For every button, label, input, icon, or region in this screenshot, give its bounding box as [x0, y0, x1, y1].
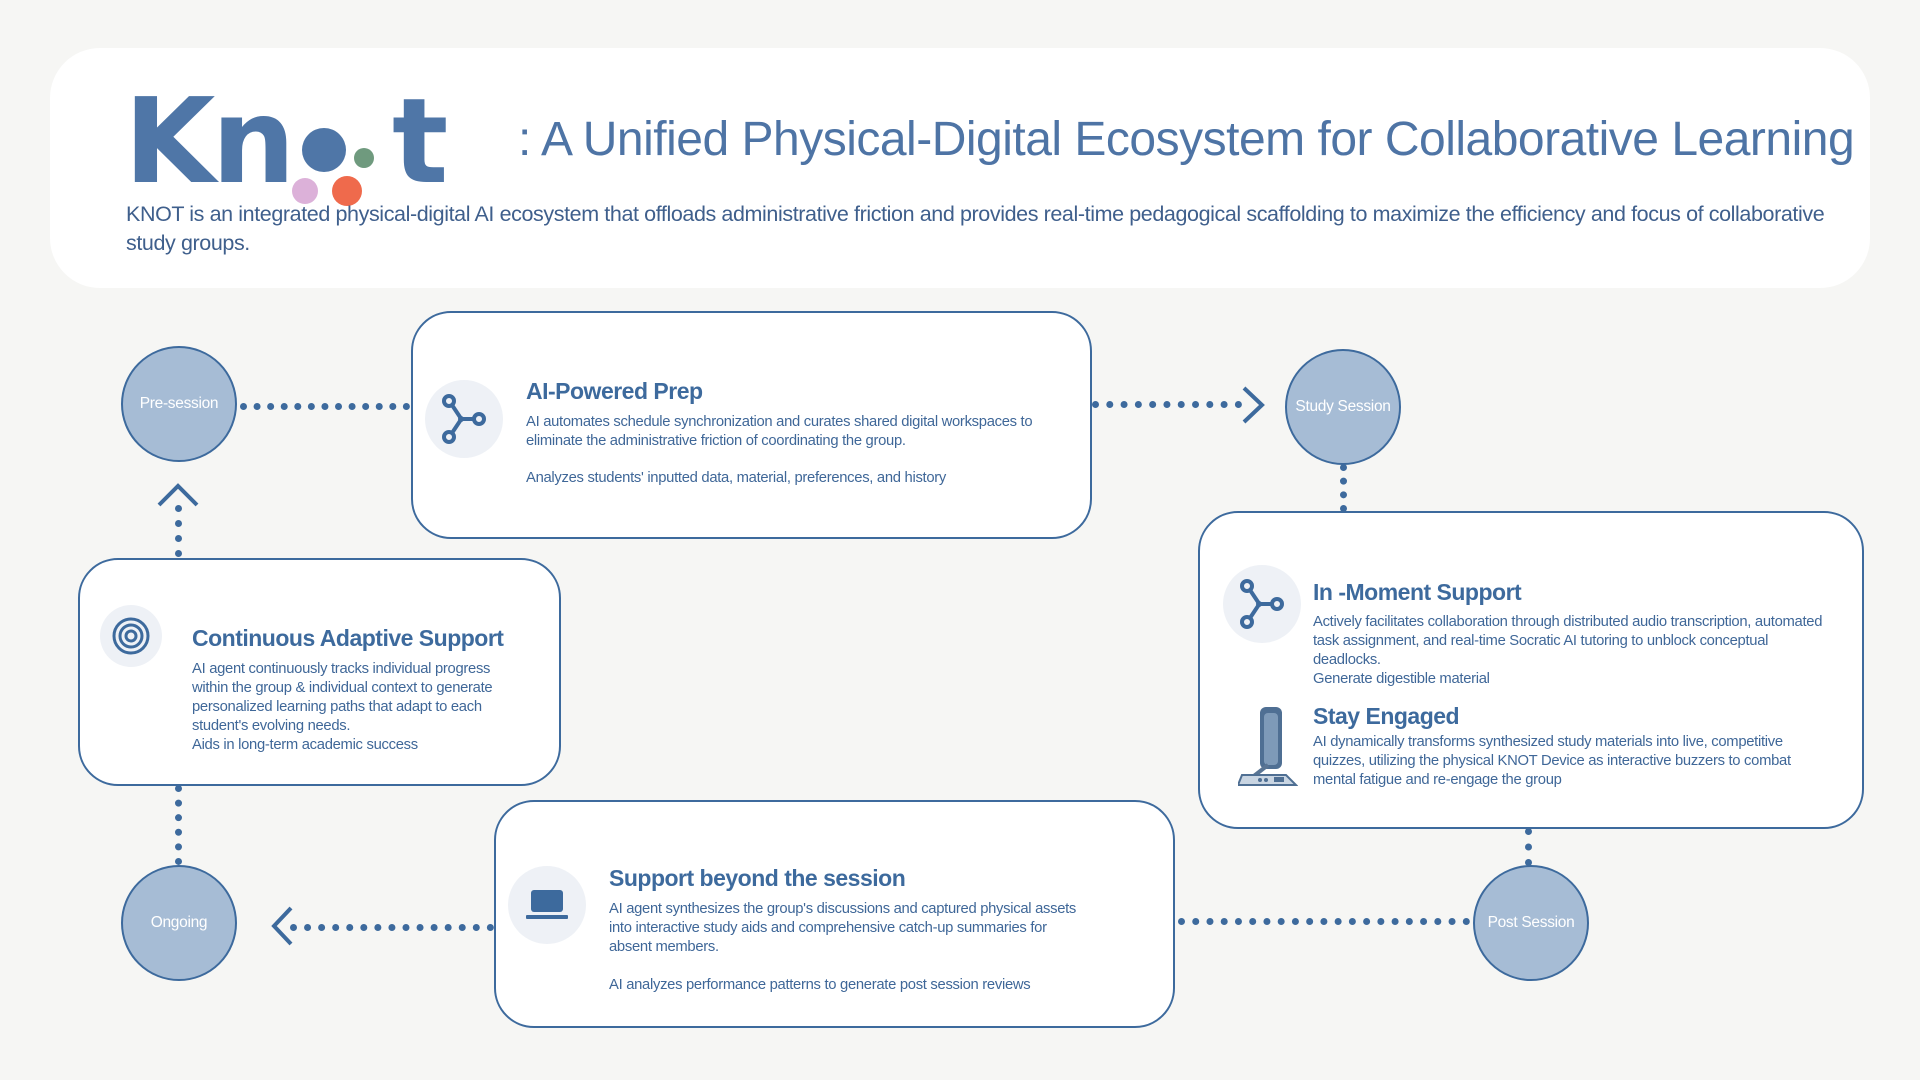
moment-text-secondary: Generate digestible material: [1313, 671, 1490, 687]
card-ai-powered-prep: AI-Powered Prep AI automates schedule sy…: [411, 311, 1092, 539]
logo-letters-left: Kn: [124, 72, 295, 210]
share-nodes-icon: [1240, 579, 1284, 629]
laptop-icon: [526, 890, 568, 919]
page-title: : A Unified Physical-Digital Ecosystem f…: [518, 113, 1855, 166]
connector-ongoing-to-adaptive: [175, 785, 182, 865]
node-post-session[interactable]: Post Session: [1473, 865, 1589, 981]
beyond-icon-wrap: [508, 866, 586, 944]
arrowhead-to-ongoing: [271, 906, 293, 946]
adaptive-icon-wrap: [100, 605, 162, 667]
connector-adaptive-to-pre: [175, 505, 182, 557]
stay-engaged-text: AI dynamically transforms synthesized st…: [1313, 734, 1791, 788]
knot-device-icon: [1238, 707, 1298, 786]
card-continuous-adaptive-support: Continuous Adaptive Support AI agent con…: [78, 558, 561, 786]
logo-letters-right: t: [392, 72, 448, 210]
moment-title: In -Moment Support: [1313, 579, 1522, 605]
moment-icon-wrap: [1223, 565, 1301, 643]
arrowhead-to-study-session: [1242, 386, 1265, 424]
logo-dot-green: [354, 148, 374, 168]
card-support-beyond-session: Support beyond the session AI agent synt…: [494, 800, 1175, 1028]
card-in-moment-support: In -Moment Support Actively facilitates …: [1198, 511, 1864, 829]
logo-dot-pink: [292, 178, 318, 204]
adaptive-title: Continuous Adaptive Support: [192, 625, 504, 651]
connector-post-to-beyond: [1178, 918, 1470, 925]
prep-icon-wrap: [425, 380, 503, 458]
prep-text-main: AI automates schedule synchronization an…: [526, 414, 1033, 449]
share-nodes-icon: [442, 394, 486, 444]
prep-title: AI-Powered Prep: [526, 378, 703, 404]
arrowhead-to-pre-session: [157, 483, 199, 507]
page-description: KNOT is an integrated physical-digital A…: [126, 202, 1825, 255]
logo-dot-blue: [302, 128, 346, 172]
connector-moment-to-post: [1525, 828, 1532, 866]
node-ongoing[interactable]: Ongoing: [121, 865, 237, 981]
beyond-title: Support beyond the session: [609, 865, 906, 891]
target-icon: [112, 617, 150, 655]
node-pre-session[interactable]: Pre-session: [121, 346, 237, 462]
logo-dot-orange: [332, 176, 362, 206]
prep-text-secondary: Analyzes students' inputted data, materi…: [526, 470, 947, 486]
beyond-text-main: AI agent synthesizes the group's discuss…: [609, 901, 1077, 955]
connector-study-to-moment: [1340, 464, 1347, 512]
header-panel: Kn t : A Unified Physical-Digital Ecosys…: [50, 48, 1870, 288]
moment-text-main: Actively facilitates collaboration throu…: [1313, 614, 1823, 668]
beyond-text-secondary: AI analyzes performance patterns to gene…: [609, 977, 1031, 993]
adaptive-text-main: AI agent continuously tracks individual …: [192, 661, 493, 734]
connector-pre-to-prep: [240, 403, 410, 410]
adaptive-text-secondary: Aids in long-term academic success: [192, 737, 418, 753]
stay-engaged-title: Stay Engaged: [1313, 703, 1460, 729]
connector-beyond-to-ongoing: [290, 924, 494, 931]
node-study-session[interactable]: Study Session: [1285, 349, 1401, 465]
connector-prep-to-study: [1092, 401, 1242, 408]
